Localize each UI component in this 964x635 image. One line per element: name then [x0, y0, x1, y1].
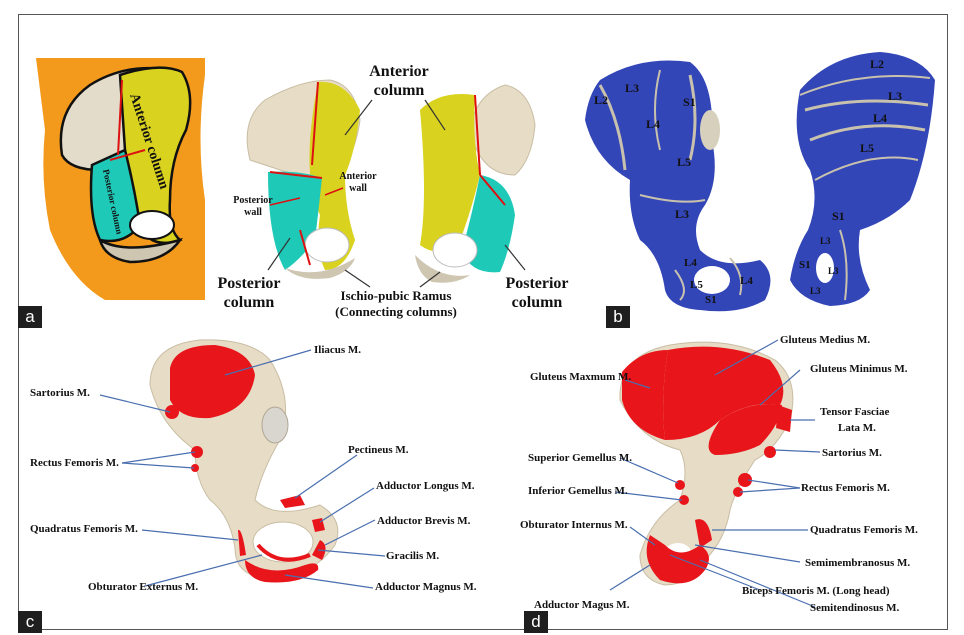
label-posterior-column-left-1: Posterior: [217, 275, 280, 292]
label-gluteus-minimus: Gluteus Minimus M.: [810, 363, 908, 375]
label-tensor-fasciae-2: Lata M.: [838, 422, 876, 434]
label-anterior-column-1: Anterior: [369, 63, 429, 80]
seg-right-l3: L3: [888, 89, 902, 103]
label-adductor-magus: Adductor Magus M.: [534, 599, 630, 611]
seg-right-s1-bottom: S1: [799, 259, 811, 271]
label-gluteus-medius: Gluteus Medius M.: [780, 334, 870, 346]
label-anterior-wall-1: Anterior: [339, 171, 377, 182]
panel-d-tag: d: [524, 611, 548, 633]
pelvis-b-left-acetabulum: [700, 110, 720, 150]
label-quadratus-femoris-d: Quadratus Femoris M.: [810, 524, 918, 536]
label-pectineus: Pectineus M.: [348, 444, 409, 456]
muscle-pectineus: [280, 495, 305, 508]
label-adductor-brevis: Adductor Brevis M.: [377, 515, 471, 527]
label-posterior-wall-1: Posterior: [233, 195, 273, 206]
seg-left-l2: L2: [594, 93, 608, 107]
label-adductor-longus: Adductor Longus M.: [376, 480, 475, 492]
label-sartorius-c: Sartorius M.: [30, 387, 90, 399]
pelvis-c-acetabulum: [262, 407, 288, 443]
muscle-sartorius: [165, 405, 179, 419]
seg-left-s1: S1: [683, 95, 696, 109]
label-gracilis: Gracilis M.: [386, 550, 439, 562]
seg-right-l2: L2: [870, 57, 884, 71]
pelvis-a-left-foramen: [305, 228, 349, 262]
label-anterior-wall-2: wall: [349, 183, 367, 194]
seg-right-l3-a: L3: [820, 236, 831, 246]
label-adductor-magnus: Adductor Magnus M.: [375, 581, 477, 593]
panel-a-tag: a: [18, 306, 42, 328]
panel-b: L2 L3 S1 L4 L5 L3 L4 L5 L4 S1 L2 L3 L4 L…: [585, 52, 935, 311]
seg-right-l5: L5: [860, 141, 874, 155]
seg-left-l3-top: L3: [625, 81, 639, 95]
label-tensor-fasciae-1: Tensor Fasciae: [820, 406, 889, 418]
label-superior-gemellus: Superior Gemellus M.: [528, 452, 632, 464]
seg-right-l3-b: L3: [828, 266, 839, 276]
seg-left-s1-bottom: S1: [705, 294, 717, 306]
label-quadratus-femoris-c: Quadratus Femoris M.: [30, 523, 138, 535]
label-biceps-femoris: Biceps Femoris M. (Long head): [742, 585, 890, 597]
label-obturator-internus: Obturator Internus M.: [520, 519, 628, 531]
panel-c-tag: c: [18, 611, 42, 633]
seg-right-l3-c: L3: [810, 286, 821, 296]
label-iliacus: Iliacus M.: [314, 344, 361, 356]
label-obturator-externus: Obturator Externus M.: [88, 581, 198, 593]
schematic-foramen: [130, 211, 174, 239]
panel-c: Iliacus M. Sartorius M. Rectus Femoris M…: [30, 340, 477, 593]
pelvis-a-right-foramen: [433, 233, 477, 267]
muscle-superior-gemellus: [675, 480, 685, 490]
muscle-gluteus-maximus: [622, 350, 668, 440]
seg-left-l5-bottom: L5: [690, 279, 703, 291]
panel-d: Gluteus Medius M. Gluteus Maxmum M. Glut…: [520, 334, 918, 614]
label-gluteus-maximus: Gluteus Maxmum M.: [530, 371, 631, 383]
label-ramus-1: Ischio-pubic Ramus: [341, 288, 452, 303]
seg-right-s1: S1: [832, 209, 845, 223]
label-sartorius-d: Sartorius M.: [822, 447, 882, 459]
seg-left-l3-mid: L3: [675, 207, 689, 221]
label-semimembranosus: Semimembranosus M.: [805, 557, 910, 569]
seg-left-l4-top: L4: [646, 117, 660, 131]
label-posterior-column-left-2: column: [224, 294, 275, 311]
label-semitendinosus: Semitendinosus M.: [810, 602, 899, 614]
seg-left-l4-bottom: L4: [684, 257, 697, 269]
label-rectus-femoris-d: Rectus Femoris M.: [801, 482, 890, 494]
label-rectus-femoris-c: Rectus Femoris M.: [30, 457, 119, 469]
muscle-sartorius-d: [764, 446, 776, 458]
label-posterior-wall-2: wall: [244, 207, 262, 218]
seg-right-l4: L4: [873, 111, 887, 125]
seg-left-l4-right: L4: [740, 275, 753, 287]
label-posterior-column-right-1: Posterior: [505, 275, 568, 292]
label-ramus-2: (Connecting columns): [335, 304, 457, 319]
panel-b-tag: b: [606, 306, 630, 328]
label-posterior-column-right-2: column: [512, 294, 563, 311]
panel-a: Anterior column Posterior column Anterio…: [36, 58, 569, 319]
label-inferior-gemellus: Inferior Gemellus M.: [528, 485, 628, 497]
label-anterior-column-2: column: [374, 82, 425, 99]
seg-left-l5-top: L5: [677, 155, 691, 169]
